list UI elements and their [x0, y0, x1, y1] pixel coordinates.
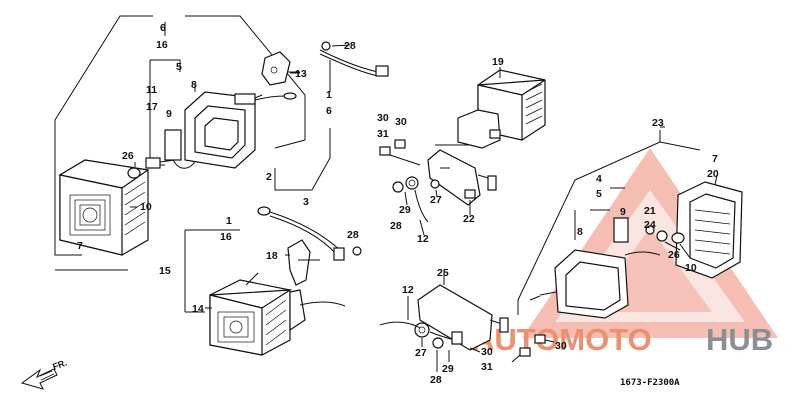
left-frame-15 [184, 229, 240, 313]
callout-29-bottom: 29 [442, 363, 454, 375]
center-tail-lamp [457, 69, 546, 149]
callout-28-top: 28 [344, 40, 356, 52]
callout-22: 22 [463, 213, 475, 225]
callout-28-bottom: 28 [430, 374, 442, 386]
left-headlight-housing [184, 91, 297, 169]
diagram-code: 1673-F2300A [620, 378, 680, 388]
bracket-18 [287, 239, 320, 286]
bracket-13 [261, 51, 300, 86]
callout-5-left: 5 [176, 61, 182, 73]
callout-30-c: 30 [481, 346, 493, 358]
leader-lines [55, 44, 718, 372]
callout-8-right: 8 [577, 226, 583, 238]
callout-20: 20 [707, 168, 719, 180]
callout-12-bottom: 12 [402, 284, 414, 296]
callout-8-left: 8 [191, 79, 197, 91]
callout-26-left: 26 [122, 150, 134, 162]
left-assembly-frame [54, 15, 331, 256]
top-wire-harness [319, 41, 389, 77]
callout-18: 18 [266, 250, 278, 262]
callout-6-top: 6 [326, 105, 332, 117]
callout-3: 3 [303, 196, 309, 208]
callout-13: 13 [295, 68, 307, 80]
callout-5-right: 5 [596, 188, 602, 200]
bottom-left-lamp [209, 279, 346, 356]
callout-6-left: 6 [160, 22, 166, 34]
callout-30-b: 30 [395, 116, 407, 128]
callout-31-a: 31 [377, 128, 389, 140]
right-assembly-frame [517, 130, 701, 315]
front-direction-arrow: FR. [20, 358, 68, 390]
callout-12-top: 12 [417, 233, 429, 245]
callout-16-mid: 16 [220, 231, 232, 243]
callout-11: 11 [146, 84, 157, 96]
left-bulb-socket [127, 129, 197, 179]
callout-1-top: 1 [326, 89, 332, 101]
callout-21: 21 [644, 205, 656, 217]
callout-1-mid: 1 [226, 215, 232, 227]
callout-23: 23 [652, 117, 664, 129]
callout-4: 4 [596, 173, 602, 185]
callout-10-left: 10 [140, 201, 152, 213]
callout-24: 24 [644, 219, 656, 231]
front-label: FR. [51, 358, 68, 372]
callout-14: 14 [192, 303, 204, 315]
right-lamp-housing [529, 249, 661, 319]
callout-25: 25 [437, 267, 449, 279]
middle-wire-harness [257, 206, 362, 261]
callout-16-left: 16 [156, 39, 168, 51]
callout-19: 19 [492, 56, 504, 68]
callout-7-right: 7 [712, 153, 718, 165]
left-headlight-lens [58, 159, 150, 256]
callout-7-left: 7 [77, 240, 83, 252]
callout-27-bottom: 27 [415, 347, 427, 359]
callout-26-right: 26 [668, 249, 680, 261]
callout-2: 2 [266, 171, 272, 183]
right-bulb-socket [613, 217, 685, 244]
callout-28-mid: 28 [390, 220, 402, 232]
callout-17: 17 [146, 101, 158, 113]
center-bracket-22 [379, 139, 497, 223]
callout-10-right: 10 [685, 262, 697, 274]
watermark-text-hub: HUB [706, 322, 773, 357]
callout-9-left: 9 [166, 108, 172, 120]
callout-15: 15 [159, 265, 171, 277]
callout-31-b: 31 [481, 361, 493, 373]
callout-28-right: 28 [347, 229, 359, 241]
callout-9-right: 9 [620, 206, 626, 218]
callout-27-top: 27 [430, 194, 442, 206]
callout-30-a: 30 [377, 112, 389, 124]
lower-bracket-25 [379, 284, 546, 357]
callout-30-d: 30 [555, 340, 567, 352]
callout-29-top: 29 [399, 204, 411, 216]
right-lamp-lens [675, 181, 743, 279]
callout-numbers: 6 16 11 5 17 8 9 26 10 7 2 3 13 28 1 6 1… [77, 22, 719, 386]
